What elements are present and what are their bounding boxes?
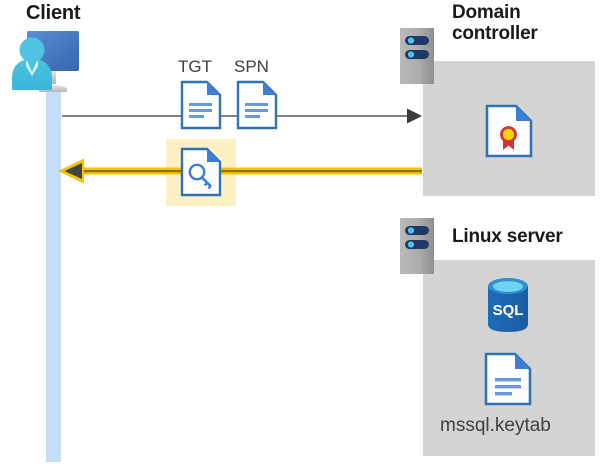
response-arrow — [58, 158, 422, 184]
key-document-icon — [180, 147, 222, 197]
tgt-document-icon — [180, 80, 222, 130]
linux-server-icon — [400, 218, 434, 274]
client-icon — [6, 26, 98, 98]
keytab-filename-label: mssql.keytab — [440, 415, 551, 436]
spn-label: SPN — [234, 57, 269, 76]
domain-controller-label-line1: Domain — [452, 2, 521, 23]
svg-text:SQL: SQL — [493, 302, 524, 319]
certificate-document-icon — [485, 104, 533, 158]
domain-controller-label: Domain controller — [452, 2, 592, 45]
tgt-label: TGT — [178, 57, 212, 76]
keytab-document-icon — [484, 352, 532, 406]
spn-document-icon — [236, 80, 278, 130]
client-label: Client — [26, 2, 81, 24]
request-arrow — [62, 106, 422, 126]
domain-controller-server-icon — [400, 28, 434, 84]
client-lifeline — [46, 88, 61, 462]
linux-server-label: Linux server — [452, 226, 563, 247]
domain-controller-label-line2: controller — [452, 23, 538, 45]
sql-database-icon: SQL — [484, 276, 532, 334]
